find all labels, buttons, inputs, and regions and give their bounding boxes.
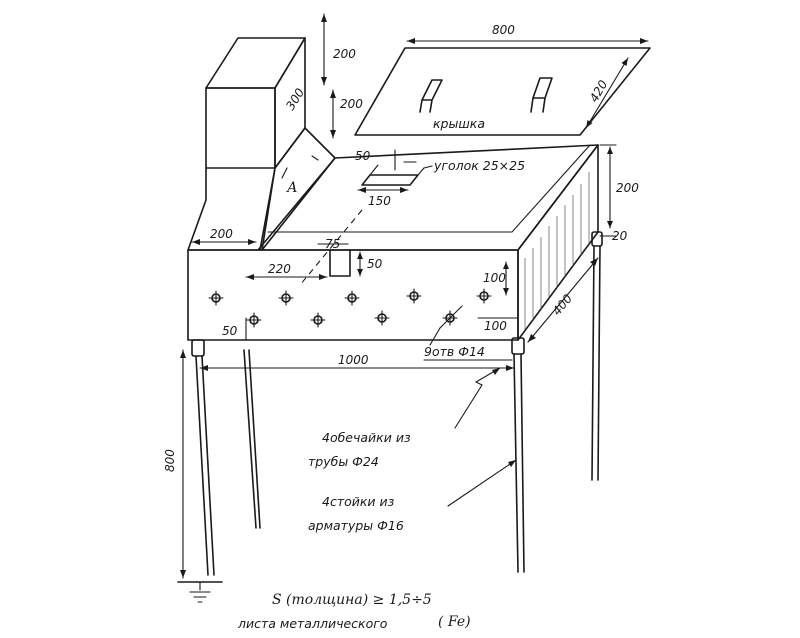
hopper-base-dim: 200: [210, 227, 233, 241]
leg-front-left: [195, 355, 215, 576]
flange-dim: 20: [612, 229, 628, 243]
holes-label: 9отв Ф14: [424, 344, 485, 359]
corner-150-dim: 150: [368, 194, 391, 208]
sleeve: [591, 231, 603, 247]
material-code: ( Fe): [438, 614, 471, 630]
legs-note-line2: арматуры Ф16: [308, 518, 404, 533]
vent-hole: [278, 290, 294, 306]
slot-220-dim: 220: [268, 262, 291, 276]
corner-50-dim: 50: [355, 149, 371, 163]
thickness-note: S (толщина) ≥ 1,5÷5: [272, 592, 432, 608]
vent-holes: 9отв Ф14: [208, 288, 513, 361]
material-note: листа металлического: [237, 616, 388, 631]
vent-hole: [208, 290, 224, 306]
section-label: А: [286, 180, 298, 196]
vent-hole: [246, 312, 262, 328]
lid: крышка 800 420: [354, 23, 651, 136]
lid-handle-right: [530, 77, 553, 113]
lid-width-dim: 800: [492, 23, 515, 37]
vent-hole: [476, 288, 492, 304]
sleeve: [511, 337, 525, 355]
body-height-dim: 200: [616, 181, 639, 195]
sleeves-note-line1: 4обечайки из: [322, 430, 411, 445]
legs: 1000 800: [163, 231, 603, 603]
leg-height-dim: 800: [163, 449, 177, 472]
vent-hole: [374, 310, 390, 326]
lid-label: крышка: [433, 116, 485, 131]
corner-angle: [361, 174, 419, 186]
leg-back-left: [243, 349, 261, 529]
vent-hole: [406, 288, 422, 304]
legs-note-line1: 4стойки из: [322, 494, 395, 509]
sleeves-note-line2: трубы Ф24: [308, 454, 379, 469]
lid-handle-left: [419, 79, 443, 113]
sleeve: [191, 339, 205, 357]
leg-back-right: [591, 245, 601, 481]
corner-label: уголок 25×25: [433, 158, 525, 173]
hole-edge-dim: 50: [222, 324, 238, 338]
hole-pitch-h-dim: 100: [484, 319, 507, 333]
hole-pitch-v-dim: 100: [483, 271, 506, 285]
ground-symbol: [177, 581, 223, 603]
length-dim: 1000: [338, 353, 369, 367]
chimney-offset-dim: 200: [340, 97, 363, 111]
slot-50-dim: 50: [367, 257, 383, 271]
leg-front-right: [513, 353, 525, 573]
chimney: 200 300 200: [205, 13, 363, 169]
body-depth-dim: 400: [550, 291, 576, 318]
notes: 4обечайки из трубы Ф24 4стойки из армату…: [237, 367, 517, 631]
chimney-height-dim: 200: [333, 47, 356, 61]
firebox-body: 50 150 уголок 25×25 75 50 220 200 20 400…: [187, 144, 639, 343]
slot-75-dim: 75: [325, 237, 340, 251]
chimney-width-dim: 300: [283, 85, 307, 112]
vent-hole: [344, 290, 360, 306]
vent-hole: [310, 312, 326, 328]
